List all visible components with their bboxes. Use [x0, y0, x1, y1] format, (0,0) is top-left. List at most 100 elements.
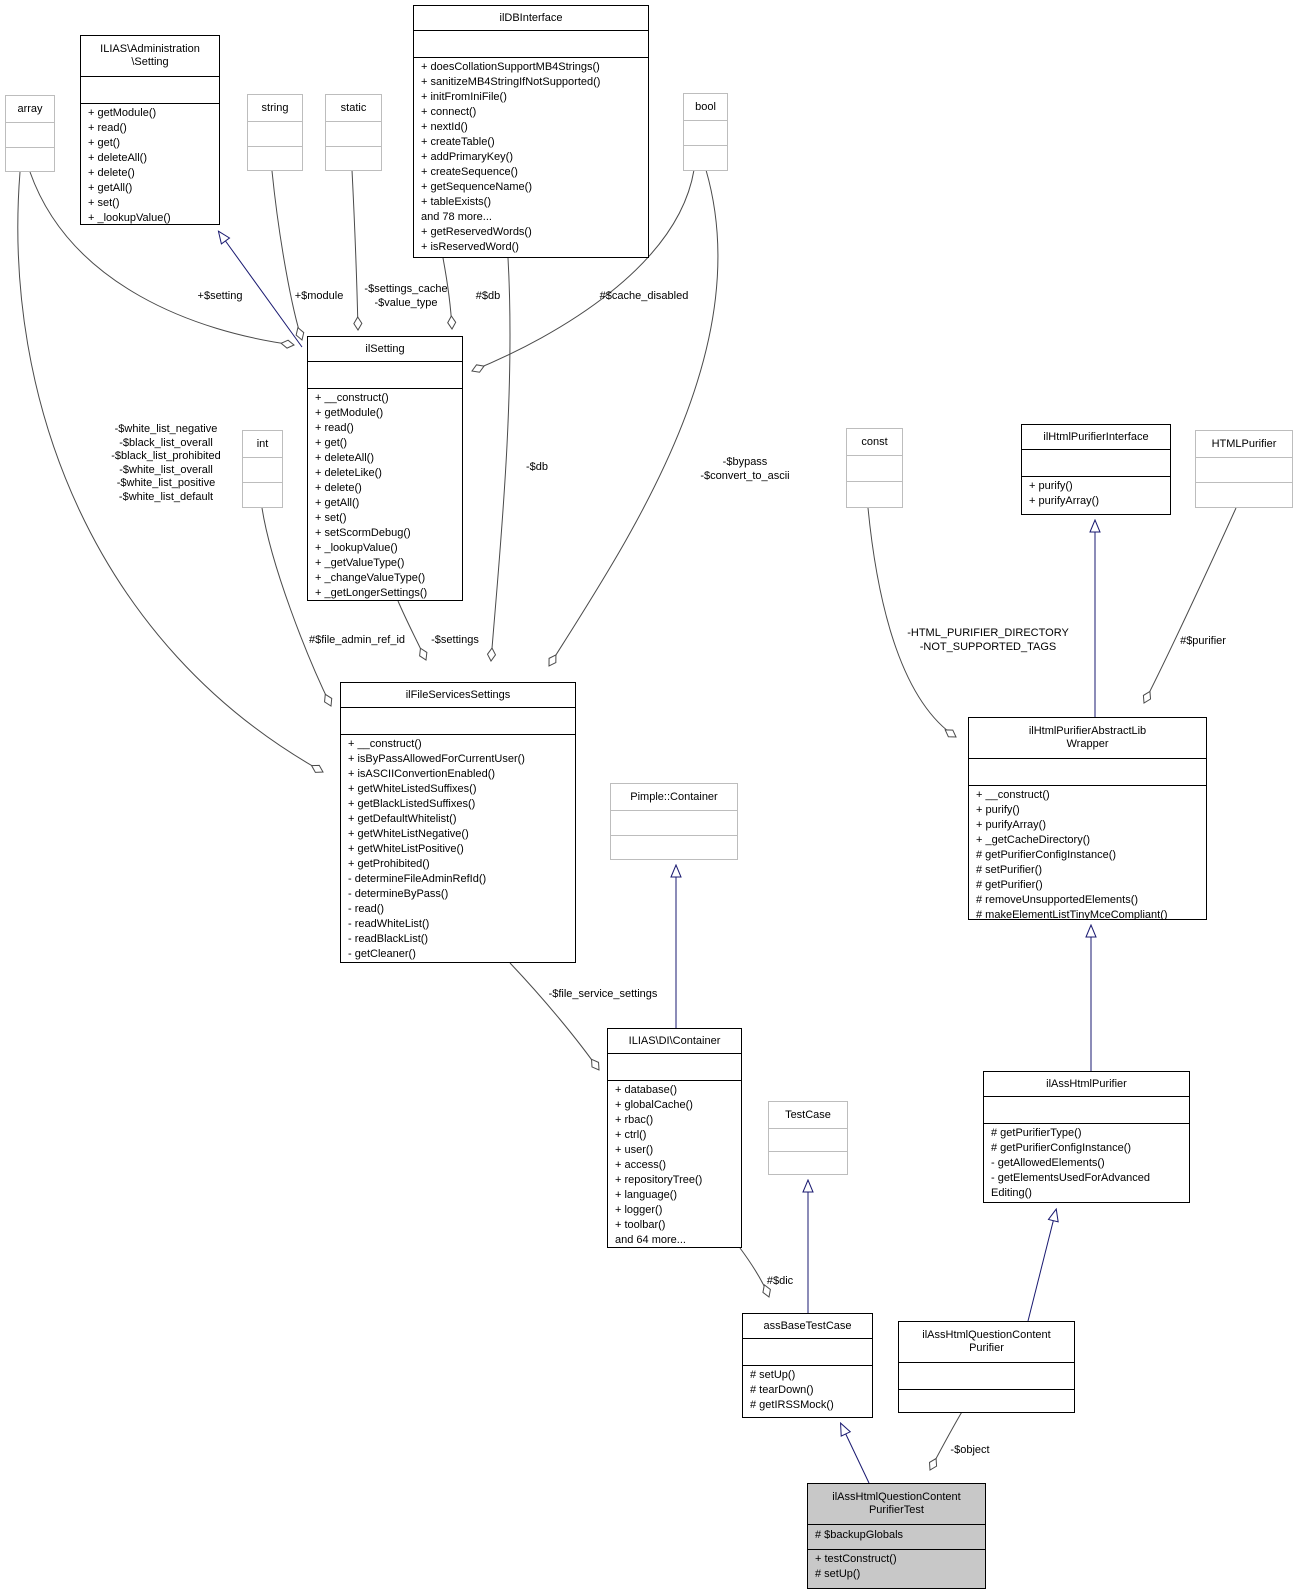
- empty-attrs: [248, 121, 302, 146]
- class-title: ilHtmlPurifierAbstractLib Wrapper: [1028, 725, 1147, 750]
- edge-label-setting: +$setting: [197, 290, 243, 302]
- aggregation-edge-file-service-settings: [509, 962, 600, 1071]
- class-box-ilasshtmlquestioncontentpurifier[interactable]: ilAssHtmlQuestionContent Purifier: [898, 1321, 1075, 1413]
- aggregation-edge-bypass-bool: [548, 169, 719, 667]
- class-methods: + __construct() + purify() + purifyArray…: [969, 785, 1206, 919]
- class-title: ILIAS\DI\Container: [628, 1034, 721, 1047]
- empty-attrs: [243, 457, 282, 482]
- empty-attrs: [326, 121, 381, 146]
- empty-methods: [243, 482, 282, 507]
- edge-label-purifier-member: #$purifier: [1180, 635, 1226, 647]
- inheritance-edge-test-assbase: [841, 1424, 870, 1484]
- type-title: string: [261, 101, 289, 114]
- type-title: Pimple::Container: [630, 790, 718, 803]
- type-box-int: int: [242, 430, 283, 508]
- class-title: ilAssHtmlQuestionContent Purifier: [922, 1329, 1051, 1354]
- aggregation-edge-setting-array: [29, 171, 295, 349]
- type-title: TestCase: [785, 1108, 831, 1121]
- class-title: assBaseTestCase: [763, 1319, 852, 1332]
- class-attributes: [414, 30, 648, 57]
- aggregation-edge-settings-ilsetting: [397, 600, 428, 661]
- aggregation-edge-db-ilsetting: [442, 257, 457, 330]
- type-title: int: [256, 437, 269, 450]
- empty-attrs: [1196, 457, 1292, 482]
- aggregation-edge-cache-disabled-bool: [471, 169, 695, 373]
- class-methods: + testConstruct() # setUp(): [808, 1549, 985, 1588]
- edge-label-cache-disabled: #$cache_disabled: [599, 290, 689, 302]
- aggregation-edge-purifier-member: [1142, 507, 1237, 704]
- empty-attrs: [611, 810, 737, 835]
- edge-label-bypass: -$bypass -$convert_to_ascii: [700, 456, 790, 482]
- type-box-array: array: [5, 95, 55, 172]
- aggregation-edge-html-purifier-const: [867, 507, 957, 738]
- class-title: ilAssHtmlPurifier: [1046, 1077, 1127, 1090]
- aggregation-edge-file-admin-int: [261, 507, 333, 707]
- empty-methods: [248, 145, 302, 171]
- edge-label-db-private: -$db: [525, 461, 549, 473]
- class-attributes: [1022, 449, 1170, 476]
- inheritance-edge-qcp-asshtml: [1027, 1210, 1056, 1322]
- empty-methods: [1196, 482, 1292, 507]
- empty-attrs: [769, 1128, 847, 1151]
- class-box-ilhtmlpurifierinterface[interactable]: ilHtmlPurifierInterface + purify() + pur…: [1021, 424, 1171, 515]
- edge-label-db-protected: #$db: [475, 290, 501, 302]
- class-methods: # setUp() # tearDown() # getIRSSMock(): [743, 1365, 872, 1417]
- class-box-ilsetting[interactable]: ilSetting + __construct() + getModule() …: [307, 336, 463, 601]
- edge-label-file-service-settings: -$file_service_settings: [548, 988, 658, 1000]
- type-title: static: [340, 101, 367, 114]
- class-title: ILIAS\Administration \Setting: [100, 43, 200, 68]
- edge-label-object: -$object: [950, 1444, 990, 1456]
- class-box-ilasshtmlpurifier[interactable]: ilAssHtmlPurifier # getPurifierType() # …: [983, 1071, 1190, 1203]
- class-methods: + __construct() + isByPassAllowedForCurr…: [341, 734, 575, 962]
- type-box-pimple-container: Pimple::Container: [610, 783, 738, 860]
- type-title: array: [17, 102, 43, 115]
- type-title: HTMLPurifier: [1211, 437, 1277, 450]
- class-title: ilSetting: [365, 342, 405, 355]
- class-methods: + __construct() + getModule() + read() +…: [308, 388, 462, 600]
- class-box-assbasetestcase[interactable]: assBaseTestCase # setUp() # tearDown() #…: [742, 1313, 873, 1418]
- class-box-ilias-administration-setting[interactable]: ILIAS\Administration \Setting + getModul…: [80, 35, 220, 225]
- aggregation-edge-whitelists-array: [17, 171, 324, 773]
- class-methods: + purify() + purifyArray(): [1022, 476, 1170, 514]
- edge-label-html-purifier-const: -HTML_PURIFIER_DIRECTORY -NOT_SUPPORTED_…: [907, 627, 1069, 653]
- edge-label-file-admin-ref-id: #$file_admin_ref_id: [308, 634, 406, 646]
- class-title: ilHtmlPurifierInterface: [1043, 430, 1149, 443]
- class-box-ilhtmlpurifierabstractlibwrapper[interactable]: ilHtmlPurifierAbstractLib Wrapper + __co…: [968, 717, 1207, 920]
- class-methods: + getModule() + read() + get() + deleteA…: [81, 103, 219, 224]
- class-attributes: [984, 1096, 1189, 1123]
- class-attributes: [341, 707, 575, 734]
- edge-label-settings-private: -$settings: [431, 634, 479, 646]
- aggregation-edge-dic: [739, 1247, 771, 1298]
- edge-label-dic: #$dic: [766, 1275, 794, 1287]
- empty-methods: [611, 834, 737, 860]
- inheritance-edge-ilsetting-adminsetting: [219, 232, 303, 348]
- class-box-ildbinterface[interactable]: ilDBInterface + doesCollationSupportMB4S…: [413, 5, 649, 258]
- type-box-string: string: [247, 94, 303, 171]
- edge-label-white-lists: -$white_list_negative -$black_list_overa…: [111, 423, 221, 503]
- type-box-bool: bool: [683, 93, 728, 171]
- class-methods: + doesCollationSupportMB4Strings() + san…: [414, 57, 648, 257]
- class-title: ilAssHtmlQuestionContent PurifierTest: [832, 1491, 961, 1516]
- empty-attrs: [847, 455, 902, 481]
- class-attributes: [899, 1362, 1074, 1389]
- empty-methods: [769, 1151, 847, 1174]
- class-box-ilfileservicessettings[interactable]: ilFileServicesSettings + __construct() +…: [340, 682, 576, 963]
- type-box-const: const: [846, 428, 903, 508]
- class-box-ilasshtmlquestioncontentpurifiertest[interactable]: ilAssHtmlQuestionContent PurifierTest # …: [807, 1483, 986, 1589]
- class-methods: + database() + globalCache() + rbac() + …: [608, 1080, 741, 1247]
- empty-methods: [847, 481, 902, 507]
- class-attributes: [81, 76, 219, 103]
- type-box-htmlpurifier: HTMLPurifier: [1195, 430, 1293, 508]
- empty-attrs: [684, 120, 727, 145]
- class-title: ilDBInterface: [499, 11, 563, 24]
- edge-label-module: +$module: [294, 290, 344, 302]
- class-box-ilias-di-container[interactable]: ILIAS\DI\Container + database() + global…: [607, 1028, 742, 1248]
- class-attributes: # $backupGlobals: [808, 1524, 985, 1549]
- edge-label-settings-cache: -$settings_cache -$value_type: [364, 283, 448, 309]
- aggregation-edge-db-fss: [486, 257, 511, 662]
- type-title: bool: [695, 100, 716, 113]
- class-attributes: [969, 758, 1206, 785]
- class-title: ilFileServicesSettings: [405, 688, 511, 701]
